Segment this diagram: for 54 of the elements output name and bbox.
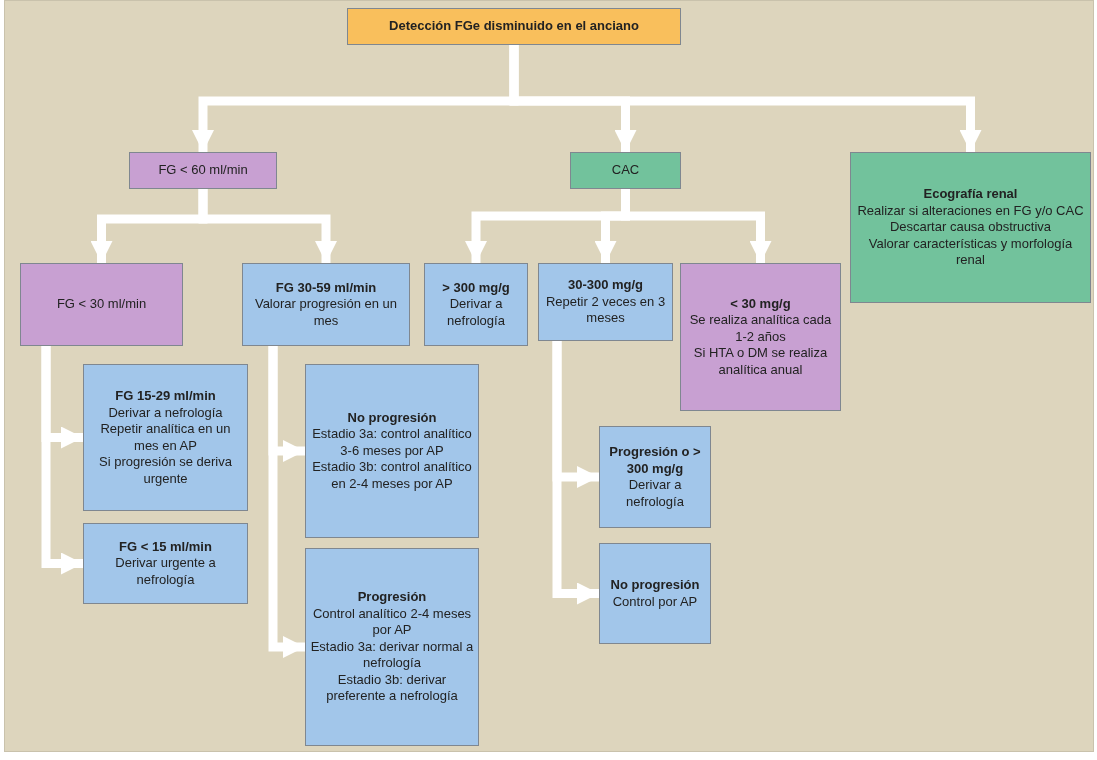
box-text: Estadio 3a: derivar normal a nefrología bbox=[309, 638, 475, 672]
process-box bbox=[680, 263, 841, 411]
box-text: Derivar a nefrología bbox=[107, 404, 224, 421]
box-heading: FG < 15 ml/min bbox=[118, 538, 213, 556]
box-heading: 30-300 mg/g bbox=[566, 277, 645, 294]
box-text: Si HTA o DM se realiza analítica anual bbox=[692, 345, 829, 379]
box-text: Valorar progresión en un mes bbox=[253, 296, 399, 330]
box-text: Descartar causa obstructiva bbox=[888, 219, 1053, 236]
arrow bbox=[198, 189, 337, 263]
box-heading: < 30 mg/g bbox=[729, 295, 792, 313]
process-box bbox=[347, 8, 681, 45]
box-text: Derivar urgente a nefrología bbox=[114, 555, 217, 589]
box-text: FG < 30 ml/min bbox=[55, 296, 148, 313]
box-heading: > 300 mg/g bbox=[441, 279, 511, 297]
box-text: Estadio 3b: derivar preferente a nefrología bbox=[325, 671, 459, 705]
process-box bbox=[305, 364, 479, 538]
arrow bbox=[41, 346, 83, 575]
process-box bbox=[599, 543, 711, 644]
box-heading: Progresión o > 300 mg/g bbox=[608, 444, 702, 477]
box-heading: FG 15-29 ml/min bbox=[114, 388, 217, 405]
box-text: Estadio 3b: control analítico en 2-4 meses por AP bbox=[311, 459, 473, 493]
box-text: FG < 60 ml/min bbox=[157, 162, 249, 179]
arrow bbox=[509, 45, 982, 152]
box-text: Derivar a nefrología bbox=[446, 296, 506, 330]
box-text: Estadio 3a: control analítico 3-6 meses por AP bbox=[311, 426, 473, 460]
arrow bbox=[268, 346, 305, 658]
box-text: Realizar si alteraciones en FG y/o CAC bbox=[856, 202, 1085, 220]
box-text: Si progresión se deriva urgente bbox=[98, 454, 233, 487]
process-box bbox=[850, 152, 1091, 303]
box-heading: No progresión bbox=[609, 577, 701, 594]
box-text: Control por AP bbox=[611, 593, 699, 610]
process-box bbox=[538, 263, 673, 341]
process-box bbox=[20, 263, 183, 346]
arrow bbox=[552, 341, 599, 605]
box-text: Repetir 2 veces en 3 meses bbox=[544, 293, 667, 327]
process-box bbox=[599, 426, 711, 528]
process-box bbox=[129, 152, 277, 189]
box-heading: Detección FGe disminuido en el anciano bbox=[388, 18, 640, 35]
process-box bbox=[242, 263, 410, 346]
box-text: Se realiza analítica cada 1-2 años bbox=[688, 312, 833, 346]
box-text: Valorar características y morfología renal bbox=[867, 235, 1074, 269]
box-text: Repetir analítica en un mes en AP bbox=[99, 421, 232, 454]
process-box bbox=[570, 152, 681, 189]
process-box bbox=[83, 364, 248, 511]
box-text: Control analítico 2-4 meses por AP bbox=[311, 605, 473, 639]
box-heading: Progresión bbox=[356, 589, 428, 606]
box-text: CAC bbox=[610, 162, 641, 179]
box-heading: FG 30-59 ml/min bbox=[274, 279, 378, 297]
process-box bbox=[424, 263, 528, 346]
process-box bbox=[83, 523, 248, 604]
process-box bbox=[305, 548, 479, 746]
box-heading: No progresión bbox=[346, 409, 438, 427]
box-text: Derivar a nefrología bbox=[625, 477, 685, 510]
box-heading: Ecografía renal bbox=[922, 186, 1019, 203]
